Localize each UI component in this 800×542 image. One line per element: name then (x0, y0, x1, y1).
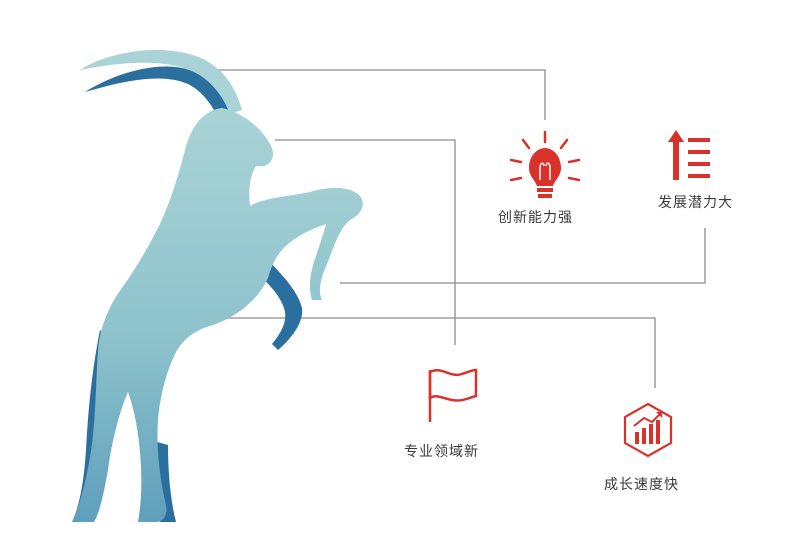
chart-bar-1 (635, 432, 639, 444)
goat-silhouette (72, 49, 363, 522)
goat-horn-dark (85, 66, 232, 122)
goat-back-front-leg (260, 262, 303, 350)
flag-icon (428, 368, 478, 422)
lightbulb-filament (539, 162, 551, 180)
label-growth-speed: 成长速度快 (604, 477, 679, 493)
up-arrow (668, 130, 684, 180)
label-new-domain: 专业领域新 (404, 444, 479, 460)
flag-cloth (428, 368, 478, 402)
bar-2 (688, 150, 710, 154)
goat-body (72, 108, 363, 522)
chart-bar-3 (649, 424, 653, 444)
bar-3 (688, 162, 710, 166)
label-innovation: 创新能力强 (498, 210, 573, 226)
hexagon-frame (623, 402, 673, 458)
trend-arrow-head (656, 412, 662, 418)
connector-innovation (215, 69, 546, 120)
lightbulb-icon (509, 130, 581, 198)
connector-domain (275, 139, 456, 345)
lightbulb-base-1 (537, 188, 553, 192)
up-arrow-bars-icon (668, 130, 710, 180)
bar-4 (688, 174, 710, 178)
connector-growth (222, 317, 656, 388)
chart-bar-4 (656, 420, 660, 444)
growth-chart-icon (623, 402, 673, 458)
connector-potential (340, 228, 706, 284)
bar-1 (688, 138, 710, 142)
trend-arrow (633, 411, 663, 427)
goat-horn-light (80, 49, 242, 115)
lightbulb-glass (529, 148, 561, 186)
label-potential: 发展潜力大 (658, 195, 733, 211)
chart-bar-2 (642, 428, 646, 444)
lightbulb-base-2 (538, 194, 552, 198)
lightbulb-rays (509, 130, 581, 182)
connector-lines (215, 69, 706, 388)
